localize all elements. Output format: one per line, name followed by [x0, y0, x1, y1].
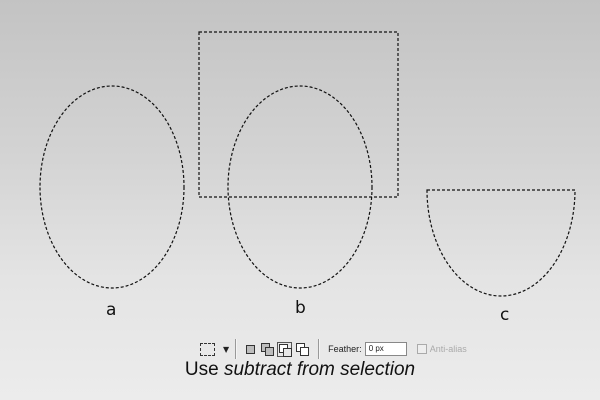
selection-ellipse-b: [227, 85, 373, 289]
selection-ellipse-a: [39, 85, 185, 289]
caption: Use subtract from selection: [0, 359, 600, 381]
new-selection-icon: [246, 345, 256, 354]
options-bar: ▼ Feather: 0 px Anti-alias: [196, 338, 516, 360]
antialias-checkbox[interactable]: [416, 344, 427, 354]
feather-label: Feather:: [328, 344, 362, 354]
antialias-label: Anti-alias: [429, 344, 467, 354]
caption-emphasis: subtract from selection: [223, 359, 416, 380]
separator: [318, 339, 321, 359]
selection-rectangle-b: [198, 31, 399, 198]
label-c: c: [500, 305, 510, 325]
caption-prefix: Use: [184, 359, 224, 380]
triangle-down-icon[interactable]: ▼: [223, 344, 230, 354]
selection-half-ellipse-c: [426, 189, 576, 297]
label-a: a: [106, 300, 117, 320]
subtract-from-selection-button[interactable]: [277, 341, 293, 357]
intersect-with-selection-button[interactable]: [295, 342, 310, 356]
add-to-selection-button[interactable]: [260, 342, 275, 356]
new-selection-button[interactable]: [243, 342, 257, 356]
label-b: b: [295, 298, 306, 318]
feather-input[interactable]: 0 px: [364, 342, 407, 356]
rectangular-marquee-icon[interactable]: [200, 342, 215, 356]
separator: [235, 339, 238, 359]
